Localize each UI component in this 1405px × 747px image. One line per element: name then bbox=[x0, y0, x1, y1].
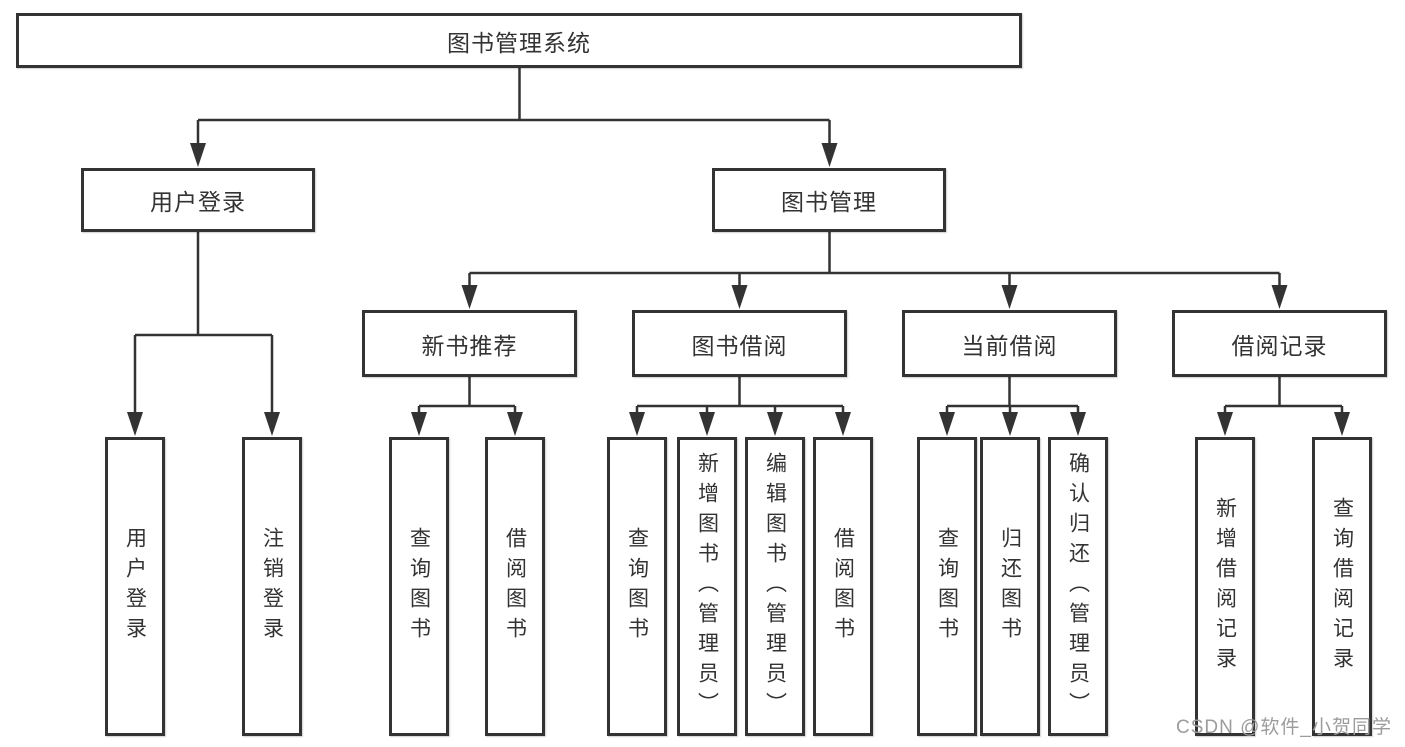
leaf-return-book: 归还图书 bbox=[980, 437, 1040, 736]
node-book-borrowing: 图书借阅 bbox=[632, 310, 847, 377]
node-label: 图书借阅 bbox=[691, 332, 788, 359]
node-label: 图书管理系统 bbox=[447, 29, 591, 56]
node-label: 查询图书 bbox=[935, 526, 959, 647]
leaf-logout: 注销登录 bbox=[242, 437, 302, 736]
node-label: 用户登录 bbox=[150, 189, 246, 215]
node-label: 新增图书（管理员） bbox=[695, 451, 719, 722]
node-user-login-branch: 用户登录 bbox=[81, 168, 315, 232]
leaf-confirm-return-admin: 确认归还（管理员） bbox=[1048, 437, 1108, 736]
node-book-management-branch: 图书管理 bbox=[712, 168, 946, 232]
leaf-query-books-current: 查询图书 bbox=[917, 437, 977, 736]
node-label: 归还图书 bbox=[998, 526, 1022, 647]
leaf-query-books-recommend: 查询图书 bbox=[389, 437, 449, 736]
arrowhead-icons bbox=[127, 143, 1350, 436]
leaf-edit-book-admin: 编辑图书（管理员） bbox=[745, 437, 805, 736]
node-label: 借阅图书 bbox=[831, 526, 855, 647]
leaf-add-book-admin: 新增图书（管理员） bbox=[677, 437, 737, 736]
node-label: 新书推荐 bbox=[421, 332, 518, 359]
node-label: 借阅记录 bbox=[1231, 332, 1328, 359]
node-label: 新增借阅记录 bbox=[1213, 496, 1237, 677]
csdn-watermark: CSDN @软件_小贺同学 bbox=[1176, 717, 1392, 738]
leaf-query-books-borrowing: 查询图书 bbox=[607, 437, 667, 736]
node-label: 当前借阅 bbox=[961, 332, 1058, 359]
node-label: 注销登录 bbox=[260, 526, 284, 647]
node-current-borrowing: 当前借阅 bbox=[902, 310, 1117, 377]
leaf-borrow-books-borrowing: 借阅图书 bbox=[813, 437, 873, 736]
leaf-query-borrow-record: 查询借阅记录 bbox=[1312, 437, 1372, 736]
node-label: 借阅图书 bbox=[503, 526, 527, 647]
node-label: 查询图书 bbox=[407, 526, 431, 647]
node-label: 查询借阅记录 bbox=[1330, 496, 1354, 677]
leaf-borrow-books-recommend: 借阅图书 bbox=[485, 437, 545, 736]
leaf-add-borrow-record: 新增借阅记录 bbox=[1195, 437, 1255, 736]
node-root-library-system: 图书管理系统 bbox=[16, 13, 1022, 68]
node-borrowing-records: 借阅记录 bbox=[1172, 310, 1387, 377]
leaf-user-login: 用户登录 bbox=[105, 437, 165, 736]
node-label: 查询图书 bbox=[625, 526, 649, 647]
node-label: 编辑图书（管理员） bbox=[763, 451, 787, 722]
node-new-book-recommendation: 新书推荐 bbox=[362, 310, 577, 377]
node-label: 图书管理 bbox=[781, 189, 877, 215]
node-label: 确认归还（管理员） bbox=[1066, 451, 1090, 722]
node-label: 用户登录 bbox=[123, 526, 147, 647]
